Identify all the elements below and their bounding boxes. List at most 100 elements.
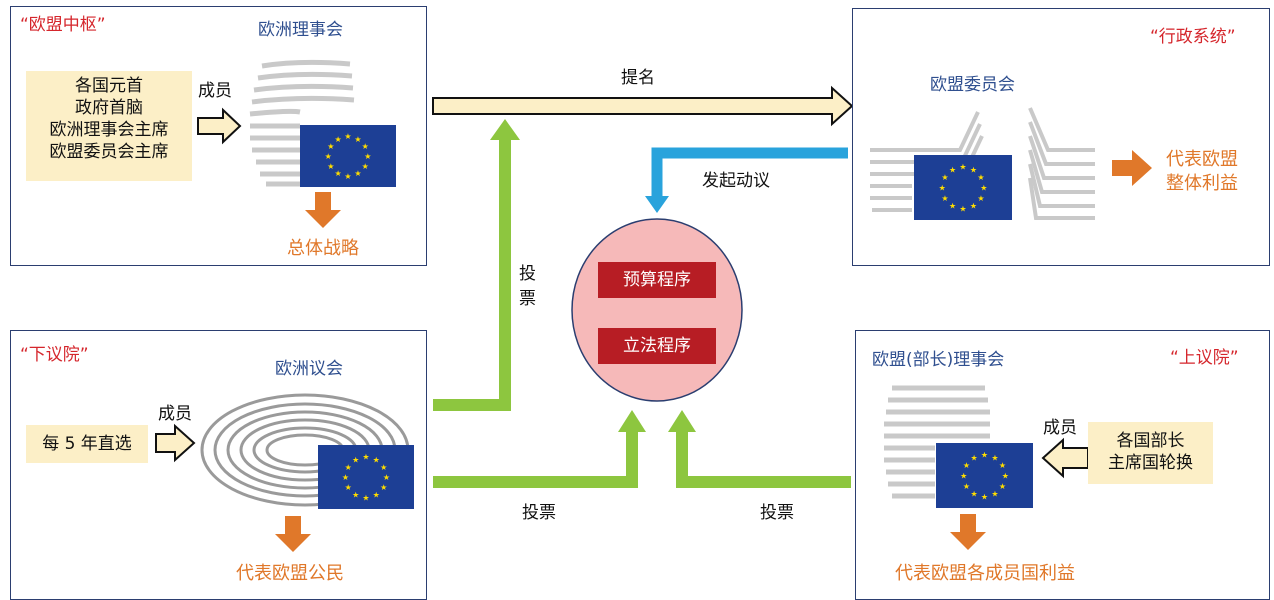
parliament-title: 欧洲议会 (275, 359, 343, 379)
star-icon: ★ (352, 491, 359, 500)
initiate-label: 发起动议 (702, 171, 770, 191)
star-icon: ★ (362, 493, 369, 502)
star-icon: ★ (327, 162, 334, 171)
eu-flag-icon: ★★★★★★★★★★★★ (318, 445, 414, 509)
council-building-icon (249, 59, 355, 187)
budget-procedure: 预算程序 (598, 262, 716, 298)
nominate-label: 提名 (621, 68, 655, 88)
european-council-title: 欧洲理事会 (258, 20, 343, 40)
star-icon: ★ (971, 490, 978, 499)
star-icon: ★ (991, 490, 998, 499)
member-arrow-icon (155, 423, 196, 463)
star-icon: ★ (959, 204, 966, 213)
parliament-member-label: 成员 (158, 404, 192, 424)
parliament-role: 代表欧盟公民 (236, 563, 344, 584)
down-arrow-icon (950, 514, 986, 550)
right-arrow-icon (1112, 150, 1152, 186)
star-icon: ★ (970, 165, 977, 174)
star-icon: ★ (959, 163, 966, 172)
star-circle-icon: ★★★★★★★★★★★★ (939, 163, 988, 214)
legislative-procedure: 立法程序 (598, 328, 716, 364)
star-icon: ★ (970, 202, 977, 211)
parliament-members: 每 5 年直选 (26, 425, 148, 463)
down-arrow-icon (305, 192, 341, 228)
star-icon: ★ (999, 461, 1006, 470)
star-icon: ★ (991, 453, 998, 462)
member-line: 主席国轮换 (1108, 453, 1193, 473)
star-circle-icon: ★★★★★★★★★★★★ (960, 451, 1009, 502)
commission-role-line2: 整体利益 (1166, 173, 1238, 194)
member-arrow-icon (1041, 437, 1089, 479)
star-icon: ★ (373, 455, 380, 464)
parliament-vote-label: 投票 (522, 503, 556, 523)
star-icon: ★ (373, 491, 380, 500)
member-line: 政府首脑 (75, 98, 143, 118)
star-icon: ★ (981, 492, 988, 501)
star-icon: ★ (980, 184, 987, 193)
star-icon: ★ (344, 172, 351, 181)
council-ministers-member-label: 成员 (1043, 418, 1077, 438)
star-icon: ★ (344, 132, 351, 141)
star-icon: ★ (939, 184, 946, 193)
member-line: 每 5 年直选 (42, 434, 132, 454)
star-icon: ★ (345, 483, 352, 492)
nominate-arrow (432, 85, 854, 127)
council-ministers-title: 欧盟(部长)理事会 (872, 350, 1005, 370)
european-council-member-label: 成员 (198, 81, 232, 101)
star-icon: ★ (352, 455, 359, 464)
star-icon: ★ (949, 165, 956, 174)
star-icon: ★ (971, 453, 978, 462)
star-icon: ★ (342, 473, 349, 482)
council-to-ellipse-vote-arrow (676, 430, 851, 488)
star-icon: ★ (1002, 472, 1009, 481)
eu-flag-icon: ★★★★★★★★★★★★ (936, 443, 1033, 508)
down-arrow-icon (275, 516, 311, 552)
star-icon: ★ (380, 483, 387, 492)
member-arrow-icon (197, 107, 242, 145)
star-icon: ★ (963, 461, 970, 470)
parliament-tag: “下议院” (20, 345, 89, 365)
star-icon: ★ (362, 142, 369, 151)
star-icon: ★ (977, 173, 984, 182)
star-icon: ★ (383, 473, 390, 482)
star-icon: ★ (362, 453, 369, 462)
member-line: 各国元首 (75, 76, 143, 96)
council-ministers-role: 代表欧盟各成员国利益 (895, 563, 1075, 584)
star-icon: ★ (325, 152, 332, 161)
star-icon: ★ (354, 135, 361, 144)
european-council-members: 各国元首 政府首脑 欧洲理事会主席 欧盟委员会主席 (26, 71, 192, 181)
member-line: 欧盟委员会主席 (49, 142, 169, 162)
star-icon: ★ (364, 152, 371, 161)
star-icon: ★ (334, 135, 341, 144)
commission-title: 欧盟委员会 (930, 75, 1015, 95)
vote-vertical-label-1: 投 (519, 264, 536, 284)
eu-flag-icon: ★★★★★★★★★★★★ (914, 155, 1012, 220)
european-council-tag: “欧盟中枢” (20, 15, 106, 35)
star-circle-icon: ★★★★★★★★★★★★ (325, 132, 372, 181)
star-icon: ★ (981, 451, 988, 460)
star-icon: ★ (327, 142, 334, 151)
star-icon: ★ (334, 169, 341, 178)
star-icon: ★ (960, 472, 967, 481)
star-icon: ★ (949, 202, 956, 211)
member-line: 欧洲理事会主席 (49, 120, 169, 140)
initiate-arrow (651, 147, 848, 198)
star-icon: ★ (354, 169, 361, 178)
eu-flag-icon: ★★★★★★★★★★★★ (300, 125, 396, 187)
vote-vertical-label-2: 票 (519, 289, 536, 309)
star-icon: ★ (977, 194, 984, 203)
star-icon: ★ (999, 482, 1006, 491)
member-line: 各国部长 (1116, 431, 1185, 451)
council-ministers-tag: “上议院” (1170, 348, 1239, 368)
european-council-role: 总体战略 (287, 238, 359, 259)
council-building-icon (884, 385, 990, 499)
star-icon: ★ (362, 162, 369, 171)
star-icon: ★ (941, 173, 948, 182)
star-icon: ★ (963, 482, 970, 491)
commission-role-line1: 代表欧盟 (1166, 149, 1238, 170)
parliament-to-ellipse-vote-arrow (433, 430, 638, 488)
commission-tag: “行政系统” (1150, 27, 1236, 47)
council-vote-label: 投票 (760, 503, 794, 523)
